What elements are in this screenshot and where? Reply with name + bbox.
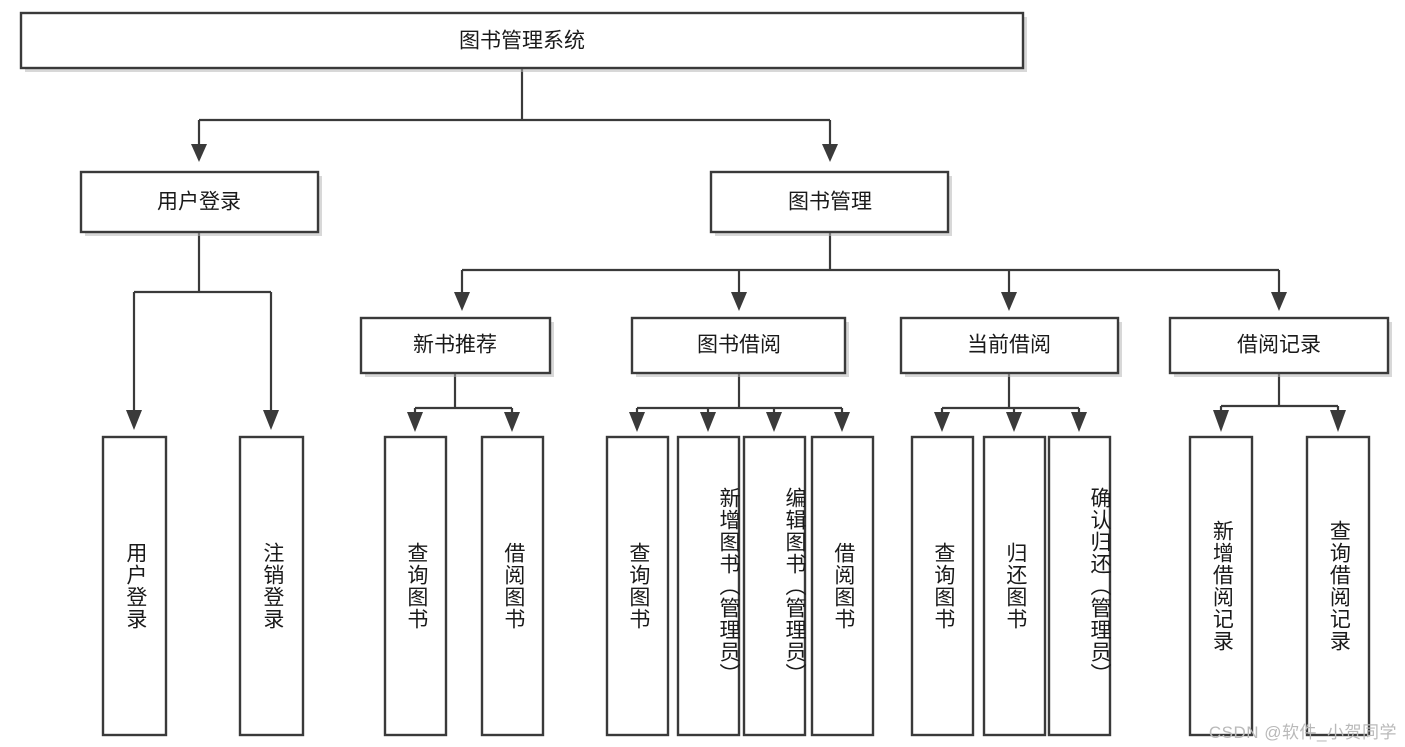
arrow-current-leaf-2 — [1006, 412, 1022, 432]
arrow-to-book-borrow — [731, 292, 747, 311]
arrow-to-current-borrow — [1001, 292, 1017, 311]
arrow-current-leaf-1 — [934, 412, 950, 432]
arrow-newbook-leaf-1 — [407, 412, 423, 432]
node-root[interactable]: 图书管理系统 — [19, 11, 1027, 72]
node-book-borrowing[interactable]: 图书借阅 — [630, 316, 849, 377]
arrow-record-leaf-2 — [1330, 410, 1346, 432]
root-box — [19, 11, 1025, 70]
arrow-newbook-leaf-2 — [504, 412, 520, 432]
leaf-box-user-login[interactable] — [101, 435, 168, 737]
arrow-to-new-book-rec — [454, 292, 470, 311]
arrow-current-leaf-3 — [1071, 412, 1087, 432]
book-management-label: 图书管理 — [788, 191, 872, 214]
leaf-box-return-book[interactable] — [982, 435, 1047, 737]
leaf-box-query-book-borrow[interactable] — [605, 435, 670, 737]
leaf-box-edit-book-admin[interactable] — [742, 435, 807, 737]
node-user-login[interactable]: 用户登录 — [79, 170, 322, 236]
node-current-borrowing[interactable]: 当前借阅 — [899, 316, 1122, 377]
leaf-box-query-borrow-record[interactable] — [1305, 435, 1371, 737]
arrow-borrow-leaf-2 — [700, 412, 716, 432]
new-book-rec-label: 新书推荐 — [413, 334, 497, 357]
leaf-box-logout[interactable] — [238, 435, 305, 737]
leaf-box-add-book-admin[interactable] — [676, 435, 741, 737]
arrow-to-borrow-record — [1271, 292, 1287, 311]
leaf-box-add-borrow-record[interactable] — [1188, 435, 1254, 737]
csdn-watermark: CSDN @软件_小贺同学 — [1208, 723, 1397, 742]
book-management-box — [709, 170, 950, 234]
arrow-to-leaf-user-login — [126, 410, 142, 430]
arrow-to-user-login — [191, 144, 207, 162]
arrow-record-leaf-1 — [1213, 410, 1229, 432]
user-login-box — [79, 170, 320, 234]
leaf-box-layer — [101, 435, 1371, 737]
leaf-box-borrow-book[interactable] — [810, 435, 875, 737]
current-borrow-box — [899, 316, 1120, 375]
current-borrow-label: 当前借阅 — [967, 334, 1051, 357]
leaf-box-query-book-current[interactable] — [910, 435, 975, 737]
leaf-box-confirm-return-admin[interactable] — [1047, 435, 1112, 737]
book-borrow-box — [630, 316, 847, 375]
root-label: 图书管理系统 — [459, 30, 585, 53]
arrow-to-leaf-logout — [263, 410, 279, 430]
arrow-borrow-leaf-1 — [629, 412, 645, 432]
arrow-to-book-management — [822, 144, 838, 162]
arrow-borrow-leaf-3 — [766, 412, 782, 432]
node-new-book-recommendation[interactable]: 新书推荐 — [359, 316, 554, 377]
arrow-borrow-leaf-4 — [834, 412, 850, 432]
leaf-box-borrow-book-rec[interactable] — [480, 435, 545, 737]
connector-layer — [126, 68, 1346, 432]
user-login-label: 用户登录 — [157, 191, 241, 214]
new-book-rec-box — [359, 316, 552, 375]
book-borrow-label: 图书借阅 — [697, 334, 781, 357]
borrow-record-label: 借阅记录 — [1237, 334, 1321, 357]
node-book-management[interactable]: 图书管理 — [709, 170, 952, 236]
borrow-record-box — [1168, 316, 1390, 375]
leaf-box-query-book-rec[interactable] — [383, 435, 448, 737]
node-borrowing-record[interactable]: 借阅记录 — [1168, 316, 1392, 377]
